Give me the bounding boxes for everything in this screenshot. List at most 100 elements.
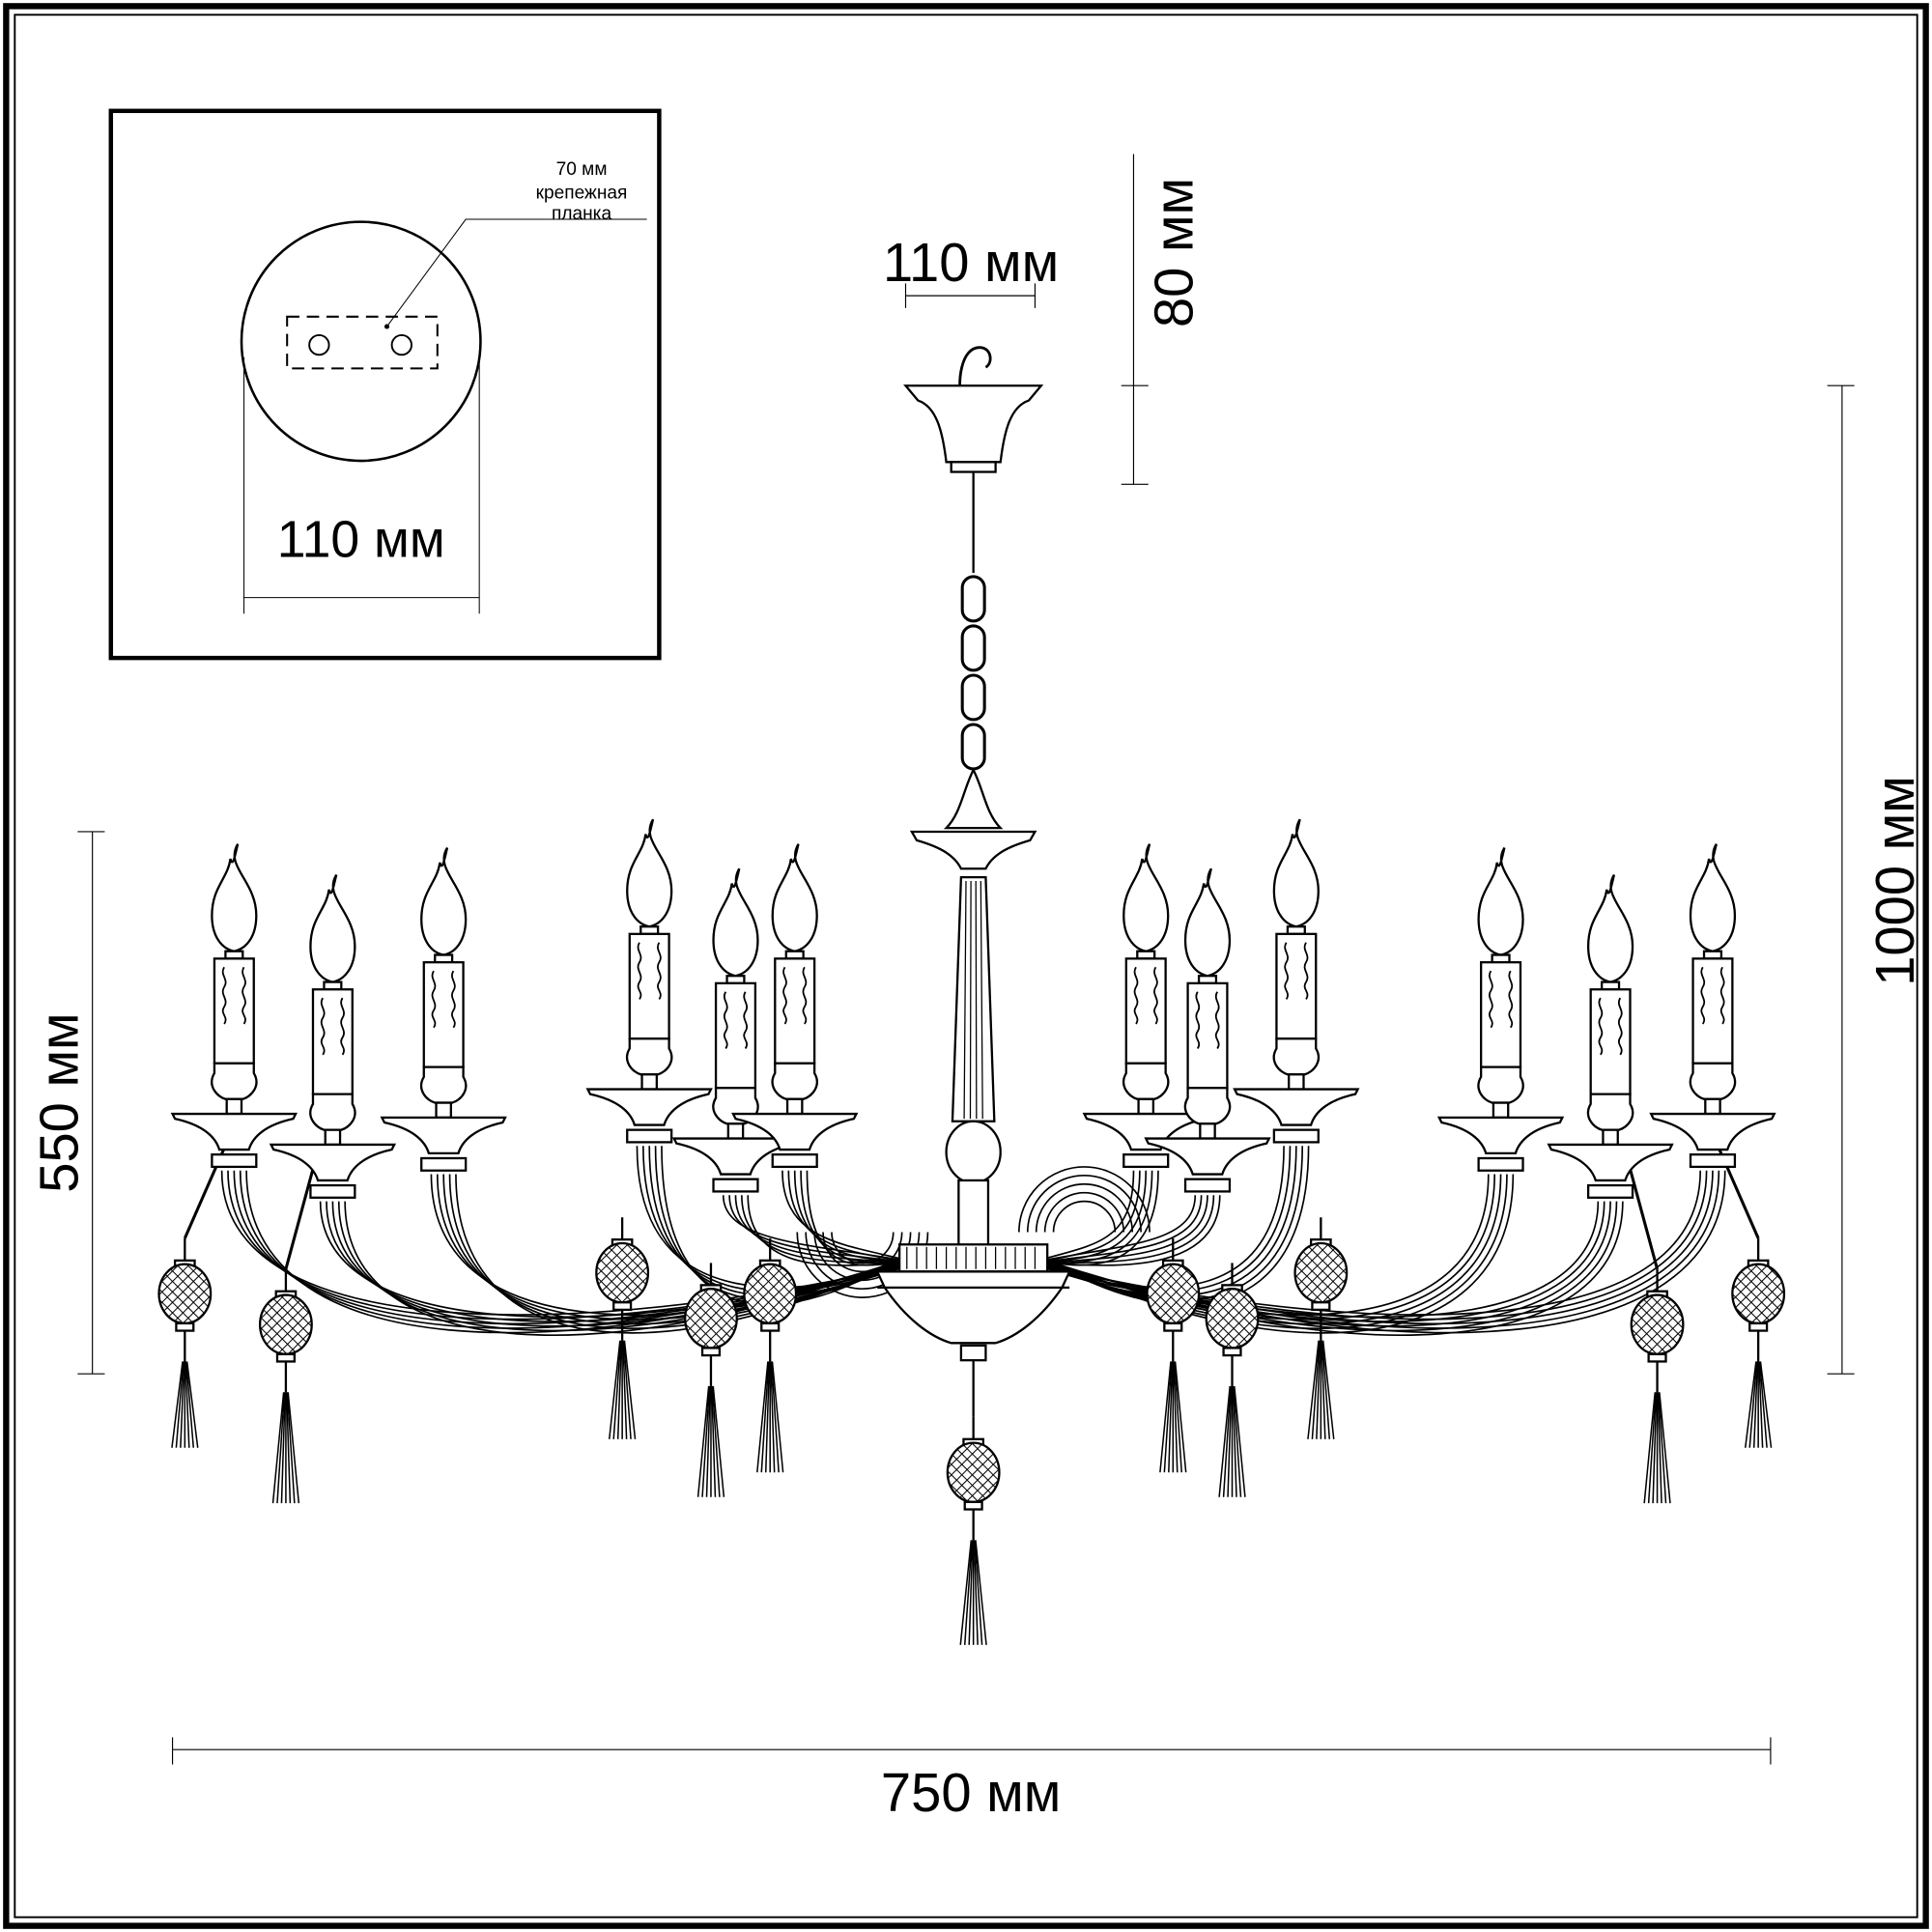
tassel-strand [1659,1392,1671,1504]
tassel-strand [608,1340,621,1439]
wax-drip [637,942,642,1000]
pineapple-crystal [1205,1288,1260,1350]
candle-bulb [1586,874,1634,983]
leader-line [386,218,647,327]
wax-drip [1508,970,1514,1029]
bulb-base [725,975,746,985]
pendant-cap [760,1321,781,1332]
pendant [1146,1237,1201,1473]
tassel-strand [696,1385,710,1497]
tassel-strand [973,1540,979,1645]
wax-drip [1214,991,1220,1049]
cup-neck [1602,1128,1619,1147]
candle-bulb [1183,867,1232,978]
wax-drip [657,942,662,1000]
cup-neck [1199,1122,1216,1140]
canopy-height-label: 80 мм [1144,178,1205,327]
chain-link [960,575,986,623]
arm-curve [1028,1170,1135,1264]
inset-diameter-label: 110 мм [277,512,445,569]
tassel-strand [705,1385,711,1497]
column-flute [975,880,978,1120]
candle-sleeve [311,988,354,1095]
tassel-strand [1311,1340,1321,1439]
plate-label-1: крепежная [536,183,628,203]
candle-arm [1436,846,1565,1172]
arm-curve [648,1146,906,1297]
candle-cup [309,1093,356,1131]
tassel-strand [622,1340,632,1439]
candle-sleeve [1186,981,1229,1090]
bulb-base [434,953,454,964]
pendant-hanger [1627,1163,1660,1270]
candle-bulb [1272,818,1320,928]
tassel-strand [271,1392,285,1504]
tassel-strand [760,1361,770,1473]
central-stem [875,346,1071,1362]
arm-curve [1035,1195,1203,1264]
tassel-strand [1218,1385,1231,1497]
candle-bulb [420,846,468,956]
pendant-cap [963,1500,983,1511]
tassel-strand [623,1340,637,1439]
arm-socket [1689,1153,1737,1169]
arm-curve [806,1170,894,1266]
tassel-strand [1222,1385,1232,1497]
tassel-strand [963,1540,973,1645]
pendant [258,1268,313,1504]
candle-cup [1183,1087,1232,1125]
pendant-cap [700,1347,722,1357]
tassel-strand [1163,1361,1173,1473]
outer-frame-inner [14,14,1918,1918]
candle-arm [731,843,859,1169]
arm-socket [1183,1178,1232,1193]
tassel-strand [1321,1340,1326,1439]
cup-neck [640,1073,658,1091]
candle-arm [1082,843,1209,1169]
wax-drip [221,966,227,1025]
canopy-collar [950,461,997,473]
candle-sleeve [213,957,255,1065]
tassel-strand [1321,1340,1335,1439]
canopy-top-view [240,220,482,463]
arm-curve [734,1195,906,1264]
scroll-loop [831,1232,895,1264]
chandelier [157,346,1786,1645]
arm-socket [712,1178,759,1193]
chain-link [960,673,986,722]
arm-socket [1122,1153,1170,1169]
pendant-hanger [284,1163,316,1270]
column-flute [969,880,972,1120]
arm-socket [1272,1128,1320,1144]
candle-bulb [712,867,759,978]
tassel-strand [616,1340,623,1439]
tassel-strand [1307,1340,1320,1439]
plate-size-label: 70 мм [556,159,608,180]
tassel-strand [1174,1361,1187,1473]
pendant [1205,1263,1260,1497]
bulb-base [224,950,244,960]
wax-drip [1617,997,1623,1056]
tassel-strand [185,1361,195,1448]
pineapple-crystal [258,1293,313,1355]
wax-drip [1133,966,1139,1025]
pendant-cap [1222,1347,1242,1357]
bulb-base [639,925,660,935]
dimensions [77,154,1855,1765]
arm-curve [1040,1170,1148,1264]
bulb-base [1136,950,1156,960]
screw-hole-left [308,333,330,356]
tassel-strand [185,1361,199,1448]
arm-curve [800,1170,900,1264]
canopy [903,384,1044,464]
pendant [684,1263,738,1497]
arm-curve [636,1146,919,1289]
tassel-strand [770,1361,780,1473]
arm-hub [897,1243,1049,1273]
pendant [157,1237,213,1448]
tassel-strand [286,1392,296,1504]
tassel-strand [1752,1361,1759,1448]
pendant-cap [1748,1321,1769,1332]
pendant-cap [275,1352,296,1363]
tassel-strand [1758,1361,1764,1448]
